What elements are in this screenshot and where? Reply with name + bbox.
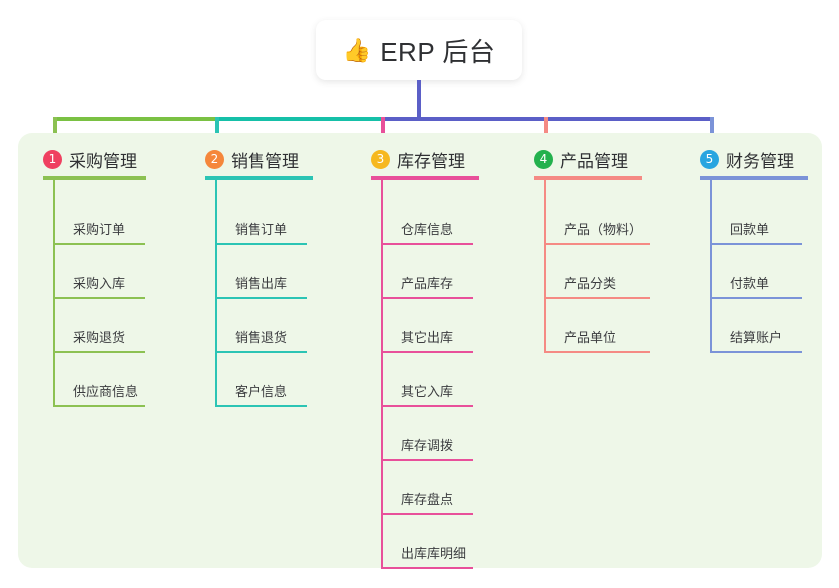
leaf-item-label: 销售出库 — [235, 276, 288, 291]
column-header-2[interactable]: 2 销售管理 — [205, 145, 299, 173]
column-spine — [381, 180, 383, 569]
leaf-item-label: 回款单 — [730, 222, 770, 237]
root-node[interactable]: 👍 ERP 后台 — [316, 20, 522, 80]
leaf-item-rule — [381, 297, 473, 299]
leaf-item-rule — [215, 405, 307, 407]
column-header-rule — [700, 176, 808, 180]
leaf-item-label: 库存盘点 — [401, 492, 454, 507]
leaf-item-rule — [381, 405, 473, 407]
number-badge-icon: 3 — [371, 149, 390, 169]
column-header-5[interactable]: 5 财务管理 — [700, 145, 794, 173]
leaf-item-label: 客户信息 — [235, 384, 288, 399]
leaf-item-label: 付款单 — [730, 276, 770, 291]
column-header-3[interactable]: 3 库存管理 — [371, 145, 465, 173]
number-badge-icon: 5 — [700, 149, 719, 169]
root-node-title: ERP 后台 — [380, 36, 496, 67]
leaf-item[interactable]: 销售出库 — [215, 245, 307, 299]
leaf-item-label: 销售订单 — [235, 222, 288, 237]
column-title: 采购管理 — [69, 151, 137, 171]
leaf-item[interactable]: 其它入库 — [381, 353, 473, 407]
bus-segment-1 — [53, 117, 215, 121]
leaf-item-label: 其它出库 — [401, 330, 454, 345]
leaf-item[interactable]: 产品（物料） — [544, 191, 650, 245]
bus-segment-2 — [215, 117, 381, 121]
leaf-item[interactable]: 销售订单 — [215, 191, 307, 245]
leaf-item-rule — [710, 243, 802, 245]
leaf-item-rule — [544, 243, 650, 245]
branches-panel: 1 采购管理采购订单采购入库采购退货供应商信息 2 销售管理销售订单销售出库销售退货客… — [18, 133, 822, 569]
leaf-item-rule — [381, 351, 473, 353]
column-spine — [215, 180, 217, 407]
leaf-item-label: 采购订单 — [73, 222, 126, 237]
leaf-item-rule — [53, 405, 145, 407]
leaf-item[interactable]: 库存调拨 — [381, 407, 473, 461]
number-badge-icon: 2 — [205, 149, 224, 169]
leaf-item-rule — [215, 243, 307, 245]
column-title: 销售管理 — [231, 151, 299, 171]
leaf-item[interactable]: 客户信息 — [215, 353, 307, 407]
leaf-item-rule — [381, 243, 473, 245]
leaf-item-rule — [710, 297, 802, 299]
leaf-item[interactable]: 其它出库 — [381, 299, 473, 353]
leaf-item-label: 供应商信息 — [73, 384, 139, 399]
leaf-item-label: 产品分类 — [564, 276, 617, 291]
leaf-item-label: 销售退货 — [235, 330, 288, 345]
leaf-item[interactable]: 付款单 — [710, 245, 802, 299]
column-header-rule — [534, 176, 642, 180]
number-badge-icon: 4 — [534, 149, 553, 169]
leaf-item-label: 产品（物料） — [564, 222, 643, 237]
leaf-item-rule — [381, 513, 473, 515]
column-header-4[interactable]: 4 产品管理 — [534, 145, 628, 173]
root-stem — [417, 80, 421, 121]
leaf-item[interactable]: 回款单 — [710, 191, 802, 245]
leaf-item-label: 采购入库 — [73, 276, 126, 291]
leaf-item[interactable]: 销售退货 — [215, 299, 307, 353]
column-spine — [544, 180, 546, 353]
column-header-rule — [371, 176, 479, 180]
leaf-item-label: 采购退货 — [73, 330, 126, 345]
column-spine — [53, 180, 55, 407]
column-header-rule — [205, 176, 313, 180]
leaf-item[interactable]: 产品分类 — [544, 245, 650, 299]
leaf-item-rule — [381, 459, 473, 461]
column-header-rule — [43, 176, 146, 180]
number-badge-icon: 1 — [43, 149, 62, 169]
leaf-item-rule — [544, 297, 650, 299]
leaf-item-label: 产品库存 — [401, 276, 454, 291]
leaf-item-label: 结算账户 — [730, 330, 783, 345]
column-title: 库存管理 — [397, 151, 465, 171]
leaf-item[interactable]: 采购退货 — [53, 299, 145, 353]
column-header-1[interactable]: 1 采购管理 — [43, 145, 137, 173]
leaf-item-label: 仓库信息 — [401, 222, 454, 237]
leaf-item-rule — [215, 351, 307, 353]
thumbs-up-icon: 👍 — [342, 36, 372, 63]
leaf-item-rule — [53, 351, 145, 353]
leaf-item[interactable]: 库存盘点 — [381, 461, 473, 515]
column-title: 财务管理 — [726, 151, 794, 171]
column-title: 产品管理 — [560, 151, 628, 171]
leaf-item[interactable]: 采购订单 — [53, 191, 145, 245]
column-spine — [710, 180, 712, 353]
leaf-item-label: 出库库明细 — [401, 546, 467, 561]
leaf-item[interactable]: 产品单位 — [544, 299, 650, 353]
leaf-item[interactable]: 仓库信息 — [381, 191, 473, 245]
leaf-item[interactable]: 采购入库 — [53, 245, 145, 299]
leaf-item[interactable]: 供应商信息 — [53, 353, 145, 407]
leaf-item[interactable]: 结算账户 — [710, 299, 802, 353]
leaf-item-rule — [53, 243, 145, 245]
leaf-item-label: 库存调拨 — [401, 438, 454, 453]
leaf-item-rule — [544, 351, 650, 353]
leaf-item-rule — [215, 297, 307, 299]
leaf-item[interactable]: 出库库明细 — [381, 515, 473, 569]
leaf-item-rule — [381, 567, 473, 569]
leaf-item[interactable]: 产品库存 — [381, 245, 473, 299]
leaf-item-label: 产品单位 — [564, 330, 617, 345]
leaf-item-label: 其它入库 — [401, 384, 454, 399]
leaf-item-rule — [710, 351, 802, 353]
leaf-item-rule — [53, 297, 145, 299]
